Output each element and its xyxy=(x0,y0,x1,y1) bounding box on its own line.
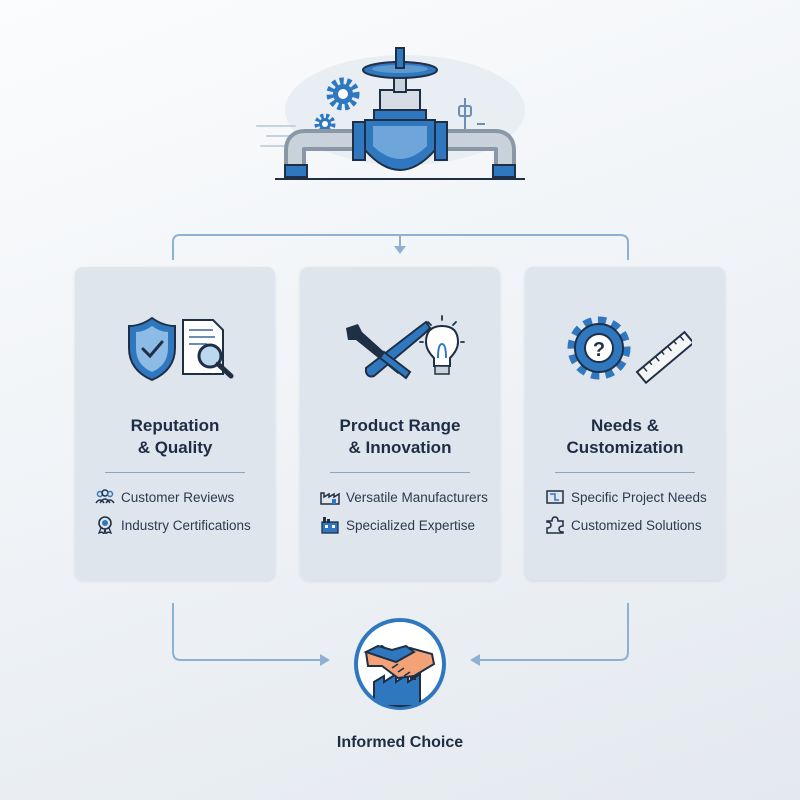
divider xyxy=(555,472,695,473)
svg-text:?: ? xyxy=(593,339,605,361)
valve-illustration xyxy=(256,47,525,180)
card-product-range-innovation: Product Range& Innovation Versatile Manu… xyxy=(300,267,500,580)
gear-icon xyxy=(326,77,360,111)
result-label: Informed Choice xyxy=(336,734,464,751)
handshake-icon xyxy=(354,618,446,710)
card-title: Needs &Customization xyxy=(566,416,684,457)
divider xyxy=(105,472,245,473)
puzzle-icon xyxy=(546,516,564,534)
card-needs-customization: ? Needs &Customization Specific Project … xyxy=(525,267,725,580)
list-item: Versatile Manufacturers xyxy=(320,487,488,507)
list-item: Customer Reviews xyxy=(95,487,234,507)
people-icon xyxy=(95,489,115,504)
blueprint-icon xyxy=(546,490,564,504)
certificate-icon xyxy=(97,516,113,534)
building-icon xyxy=(321,517,339,534)
card-title: Reputation& Quality xyxy=(130,416,220,457)
list-item: Specialized Expertise xyxy=(320,515,475,535)
tools-lightbulb-icon xyxy=(346,315,465,380)
list-item: Customized Solutions xyxy=(545,515,702,535)
card-title: Product Range& Innovation xyxy=(339,416,461,457)
shield-document-icon xyxy=(128,316,234,382)
gear-question-ruler-icon: ? xyxy=(567,316,692,385)
list-item: Specific Project Needs xyxy=(545,487,707,507)
card-reputation-quality: Reputation& Quality Customer Reviews Ind… xyxy=(75,267,275,580)
factory-icon xyxy=(320,492,340,505)
bottom-connector xyxy=(172,603,629,666)
list-item: Industry Certifications xyxy=(95,515,251,535)
top-connector xyxy=(172,234,629,260)
divider xyxy=(330,472,470,473)
